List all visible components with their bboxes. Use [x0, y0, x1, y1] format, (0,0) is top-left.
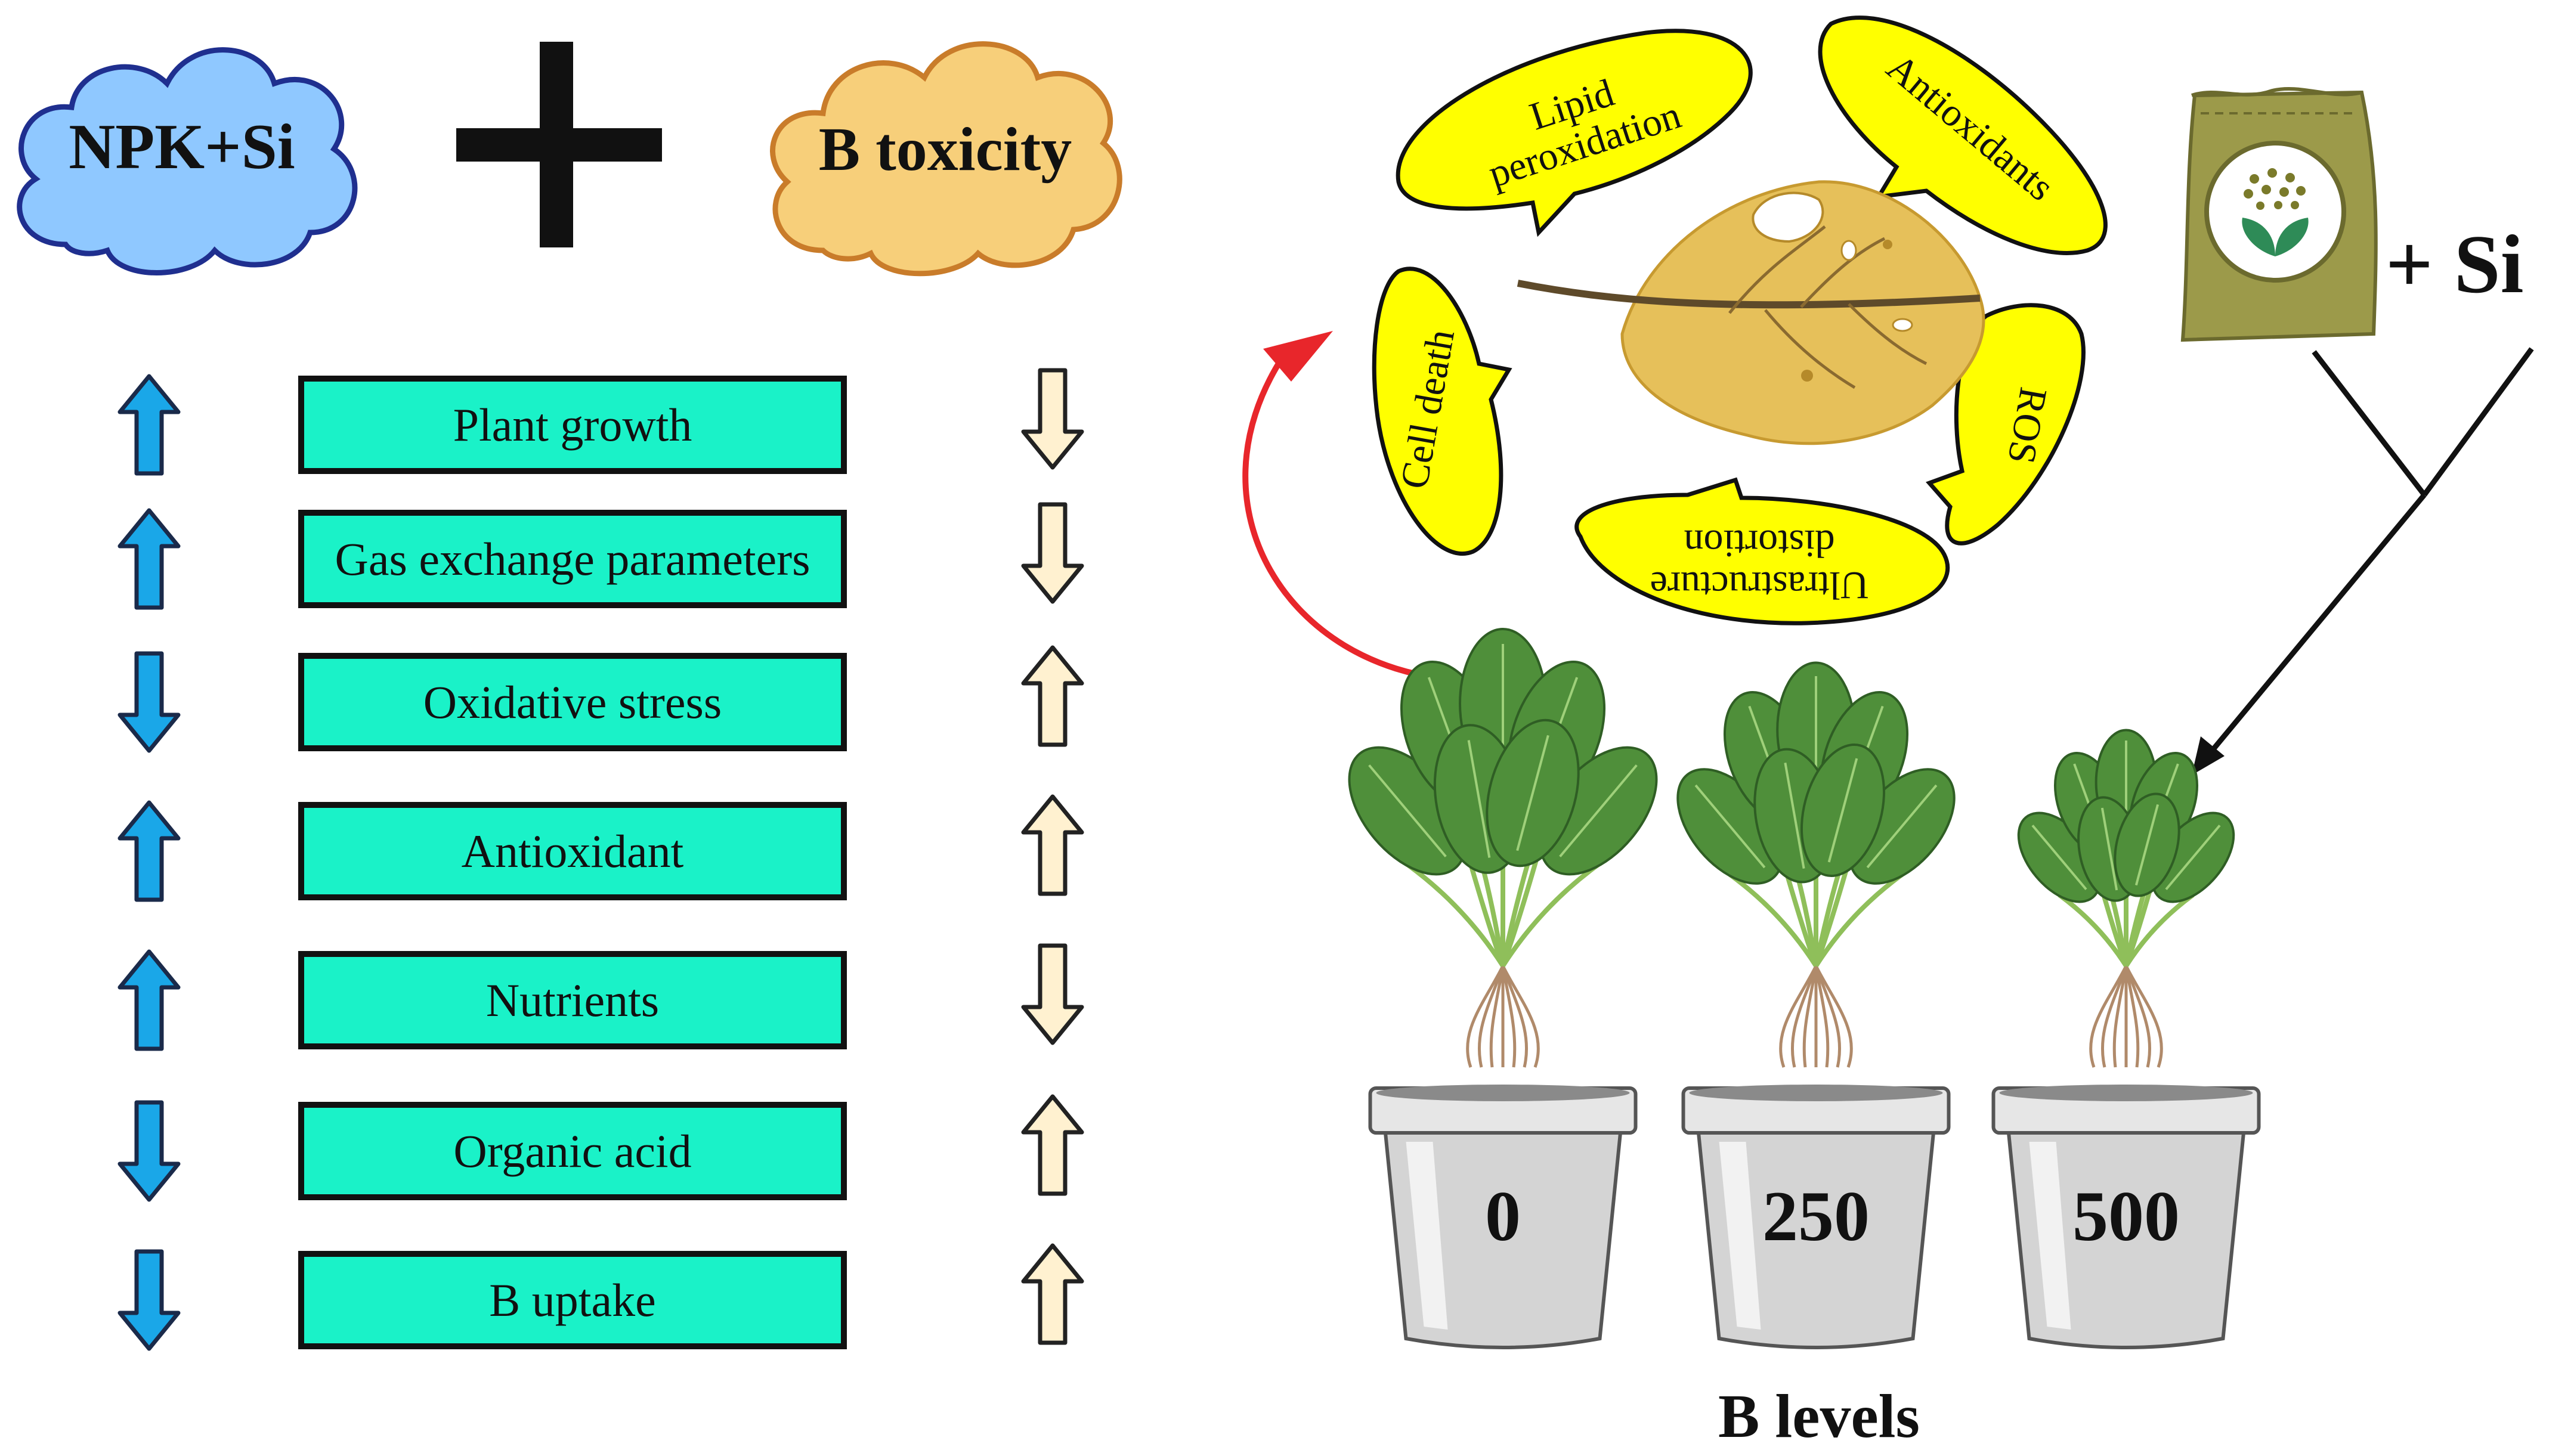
b-effect-arrow: [1020, 793, 1085, 900]
effect-box: B uptake: [298, 1251, 847, 1349]
arrow-down-icon: [117, 1249, 181, 1351]
si-effect-arrow: [116, 948, 182, 1055]
arrow-up-icon: [1021, 1243, 1084, 1345]
effect-label: Plant growth: [453, 398, 692, 451]
si-application-arrow: [2192, 347, 2534, 775]
cell-death-bubble: Cell death: [1372, 267, 1512, 556]
arrow-up-icon: [117, 949, 181, 1051]
si-effect-arrow: [116, 507, 182, 614]
spinach-plant-icon: [2017, 729, 2235, 1068]
effect-box: Nutrients: [298, 951, 847, 1049]
lipid-peroxidation-bubble: Lipid peroxidation: [1396, 29, 1753, 237]
effect-label: Nutrients: [485, 974, 660, 1026]
pots: 0 250 500: [1368, 1085, 2261, 1349]
ultrastructure-text-line1: Ultrastructure: [1650, 563, 1869, 607]
arrow-down-icon: [117, 651, 181, 753]
pot-icon: 0: [1368, 1085, 1638, 1349]
b-effect-arrow: [1020, 367, 1085, 474]
arrow-up-icon: [117, 508, 181, 610]
damaged-leaf-icon: [1517, 180, 1985, 445]
pot-icon: 500: [1991, 1085, 2261, 1349]
spinach-plant-icon: [1676, 661, 1956, 1068]
effect-box: Organic acid: [298, 1102, 847, 1200]
effect-box: Gas exchange parameters: [298, 510, 847, 608]
red-curved-arrow: [1242, 331, 1456, 683]
si-effect-arrow: [116, 650, 182, 757]
effect-label: B uptake: [489, 1274, 656, 1326]
si-effect-arrow: [116, 1099, 182, 1206]
npk-si-cloud: NPK+Si: [17, 47, 358, 275]
b-toxicity-cloud: B toxicity: [770, 41, 1122, 277]
arrow-up-icon: [1021, 645, 1084, 747]
arrow-down-icon: [117, 1100, 181, 1202]
effect-label: Oxidative stress: [423, 676, 722, 728]
effect-box: Plant growth: [298, 376, 847, 474]
arrow-down-icon: [1021, 502, 1084, 604]
effect-label: Gas exchange parameters: [335, 532, 810, 585]
right-diagram: Lipid peroxidation Antioxidants ROS Ultr…: [1242, 16, 2534, 1451]
header-clouds: NPK+Si B toxicity: [17, 41, 1122, 277]
arrow-up-icon: [117, 374, 181, 476]
b-effect-arrow: [1020, 1242, 1085, 1349]
b-toxicity-label: B toxicity: [819, 115, 1072, 184]
arrow-down-icon: [1021, 368, 1084, 470]
b-levels-label: B levels: [1718, 1382, 1920, 1451]
effect-box: Oxidative stress: [298, 653, 847, 751]
arrow-up-icon: [1021, 1094, 1084, 1196]
si-effect-arrow: [116, 373, 182, 480]
pot-level-label: 500: [2072, 1176, 2180, 1256]
npk-si-label: NPK+Si: [69, 111, 295, 182]
plus-si-label: + Si: [2386, 218, 2524, 311]
arrow-down-icon: [1021, 943, 1084, 1045]
pot-icon: 250: [1681, 1085, 1951, 1349]
effect-label: Organic acid: [453, 1124, 692, 1177]
arrow-up-icon: [117, 800, 181, 902]
b-effect-arrow: [1020, 942, 1085, 1049]
effect-label: Antioxidant: [461, 825, 684, 877]
pot-level-label: 0: [1485, 1176, 1521, 1256]
pot-level-label: 250: [1762, 1176, 1870, 1256]
arrow-up-icon: [1021, 794, 1084, 896]
spinach-plant-icon: [1348, 628, 1658, 1068]
b-effect-arrow: [1020, 644, 1085, 751]
si-fertilizer-bag-icon: [2180, 87, 2378, 342]
ultrastructure-text-line2: distortion: [1684, 522, 1834, 565]
b-effect-arrow: [1020, 1093, 1085, 1200]
si-effect-arrow: [116, 799, 182, 906]
effect-box: Antioxidant: [298, 802, 847, 900]
plus-sign: [456, 42, 662, 247]
si-effect-arrow: [116, 1248, 182, 1355]
ultrastructure-bubble: Ultrastructure distortion: [1574, 477, 1950, 625]
b-effect-arrow: [1020, 501, 1085, 608]
spinach-plants: [1348, 628, 2235, 1068]
